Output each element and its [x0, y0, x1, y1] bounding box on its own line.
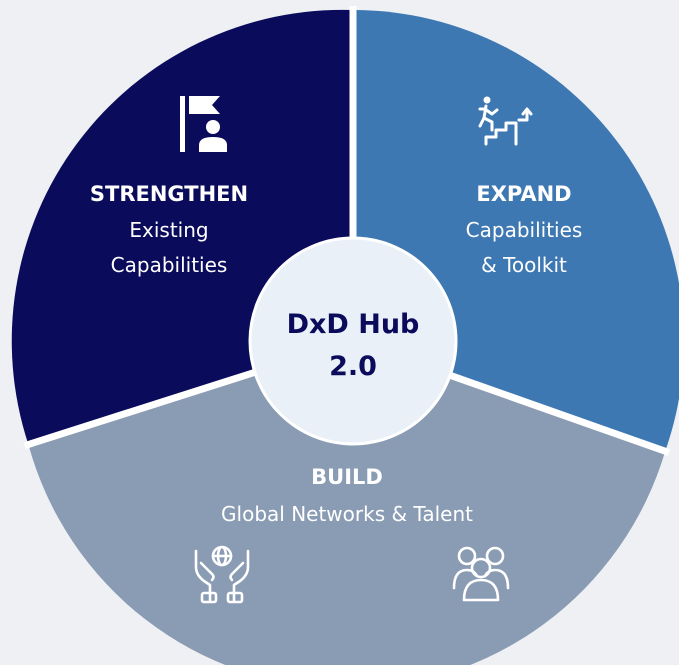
expand-line2: & Toolkit [481, 253, 567, 277]
strengthen-title: STRENGTHEN [90, 182, 248, 206]
hands-globe-icon [194, 545, 250, 604]
center-version: 2.0 [329, 351, 377, 382]
strengthen-line1: Existing [129, 218, 208, 242]
strengthen-line2: Capabilities [111, 253, 228, 277]
flag-person-icon [180, 96, 227, 152]
build-title: BUILD [311, 465, 383, 489]
build-line1: Global Networks & Talent [221, 502, 473, 526]
expand-line1: Capabilities [466, 218, 583, 242]
segment-build [28, 341, 666, 665]
center-circle [248, 236, 458, 446]
person-climbing-stairs-icon [478, 96, 533, 146]
people-group-icon [452, 546, 510, 602]
expand-title: EXPAND [476, 182, 571, 206]
center-title: DxD Hub [287, 309, 420, 340]
